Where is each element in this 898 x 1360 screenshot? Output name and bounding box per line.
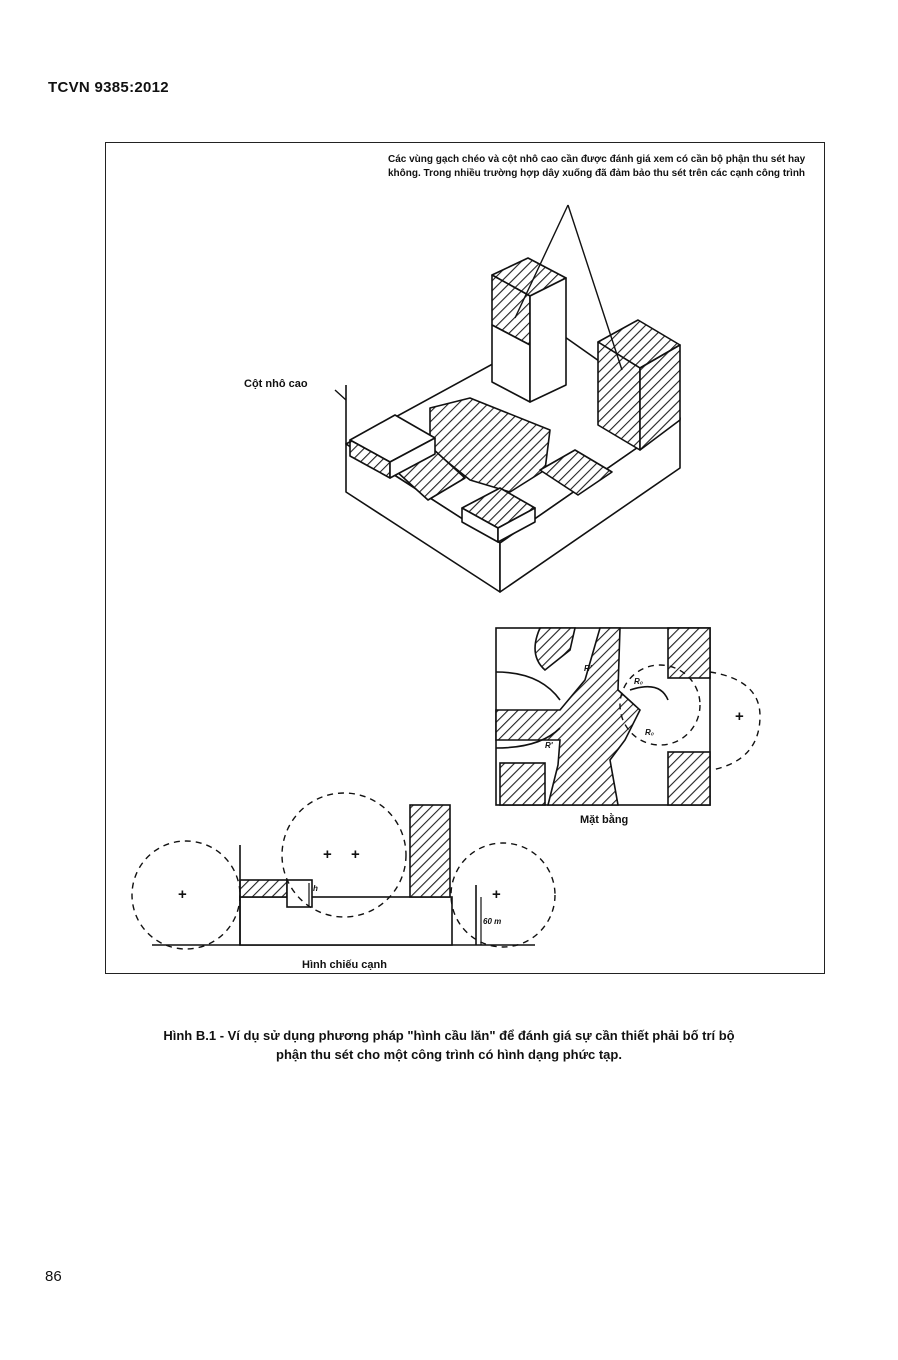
- plus-mark: +: [178, 886, 187, 903]
- protruding-column-label: Cột nhô cao: [244, 378, 308, 390]
- caption-line-2: phận thu sét cho một công trình có hình …: [276, 1047, 622, 1062]
- plan-view: [495, 627, 711, 806]
- plan-dashed-circles: [619, 664, 761, 771]
- document-code: TCVN 9385:2012: [48, 79, 169, 96]
- plus-mark: +: [735, 708, 744, 725]
- figure-frame: [105, 142, 825, 974]
- plus-mark: +: [351, 846, 360, 863]
- side-view: [152, 804, 535, 946]
- callout-text: Các vùng gạch chéo và cột nhô cao cần đư…: [388, 154, 806, 179]
- plus-mark: +: [323, 846, 332, 863]
- plus-mark: +: [492, 886, 501, 903]
- page-number: 86: [45, 1268, 62, 1285]
- dimension-label: 60 m: [483, 917, 502, 926]
- side-view-dashed-circles: [131, 792, 556, 950]
- radius-label: R': [545, 741, 553, 750]
- dimension-line: [308, 883, 482, 945]
- callout-pointers: [334, 204, 623, 401]
- radius-label: R₀: [645, 728, 654, 737]
- side-view-title: Hình chiếu cạnh: [302, 959, 387, 971]
- height-label: h: [313, 884, 318, 893]
- caption-line-1: Hình B.1 - Ví dụ sử dụng phương pháp "hì…: [163, 1028, 735, 1043]
- plan-title: Mặt bằng: [580, 814, 629, 826]
- isometric-building: [345, 257, 681, 593]
- radius-label: R': [584, 664, 592, 673]
- figure-caption: Hình B.1 - Ví dụ sử dụng phương pháp "hì…: [40, 1026, 858, 1064]
- radius-label: R₀: [634, 677, 643, 686]
